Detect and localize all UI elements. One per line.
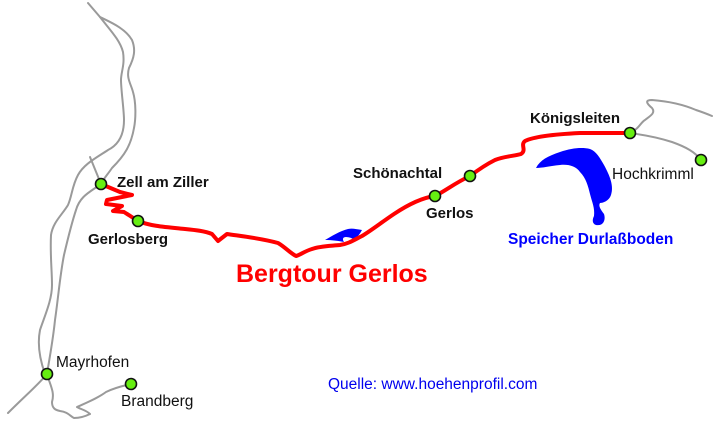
marker-gerlosberg[interactable]	[131, 214, 145, 228]
lakes	[325, 148, 613, 242]
lake-durlassboden	[536, 148, 613, 226]
label-zell-am-ziller: Zell am Ziller	[117, 174, 209, 191]
label-mayrhofen: Mayrhofen	[56, 354, 129, 371]
label-koenigsleiten: Königsleiten	[530, 110, 620, 127]
marker-hochkrimml[interactable]	[694, 153, 708, 167]
road-zillertal-west	[37, 2, 125, 375]
label-gerlosberg: Gerlosberg	[88, 231, 168, 248]
road-mayrhofen-southwest	[7, 373, 48, 414]
road-koenigsleiten-hochkrimml	[629, 132, 702, 161]
label-gerlos: Gerlos	[426, 205, 474, 222]
place-markers	[40, 126, 708, 391]
marker-mayrhofen[interactable]	[40, 367, 54, 381]
road-mayrhofen-brandberg	[46, 373, 132, 419]
marker-schoenachtal[interactable]	[463, 169, 477, 183]
source-credit: Quelle: www.hoehenprofil.com	[328, 376, 537, 393]
marker-gerlos[interactable]	[428, 189, 442, 203]
label-brandberg: Brandberg	[121, 393, 193, 410]
label-speicher-durlassboden: Speicher Durlaßboden	[508, 231, 673, 248]
road-koenigsleiten-north	[629, 99, 713, 134]
label-hochkrimml: Hochkrimml	[612, 166, 694, 183]
tour-route	[99, 131, 632, 258]
road-network	[7, 2, 713, 419]
road-zillertal-east	[46, 16, 137, 375]
map-title: Bergtour Gerlos	[236, 260, 428, 288]
place-labels: Zell am Ziller Gerlosberg Gerlos Schönac…	[56, 110, 694, 410]
marker-brandberg[interactable]	[124, 377, 138, 391]
marker-koenigsleiten[interactable]	[623, 126, 637, 140]
label-schoenachtal: Schönachtal	[353, 165, 442, 182]
marker-zell-am-ziller[interactable]	[94, 177, 108, 191]
